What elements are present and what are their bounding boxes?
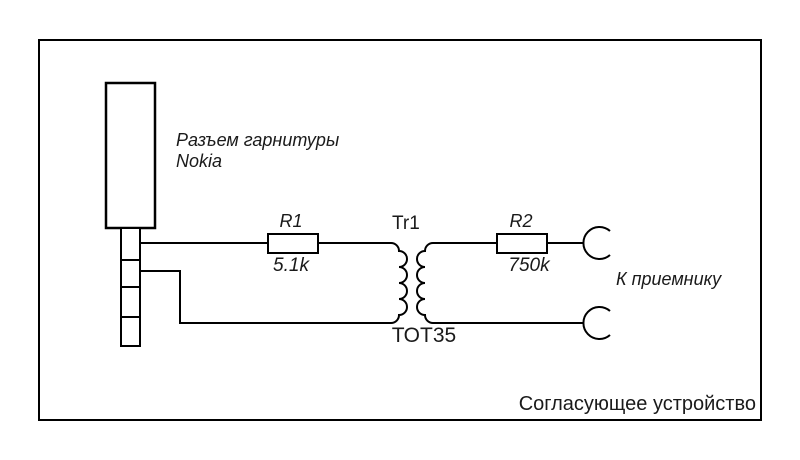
resistor-r1-body [267,233,319,254]
transformer-designator-label: Tr1 [392,213,420,234]
r2-value-label: 750k [508,255,551,276]
schematic-frame [38,39,762,421]
output-terminal-upper [582,226,611,260]
wire-primary-return [140,270,391,324]
r2-designator-label: R2 [509,211,532,231]
output-label: К приемнику [616,269,722,289]
nokia-connector-body [104,81,157,230]
transformer-secondary-winding [416,242,434,324]
output-terminal-lower [582,306,611,340]
transformer-model-label: ТОТ35 [392,324,456,347]
r1-value-label: 5.1k [273,255,310,276]
transformer-primary-winding [390,242,408,324]
connector-label-line2: Nokia [176,151,222,171]
connector-label-line1: Разъем гарнитуры [176,130,339,150]
r1-designator-label: R1 [279,211,302,231]
schematic-caption: Согласующее устройство [519,393,756,415]
resistor-r2-body [496,233,548,254]
